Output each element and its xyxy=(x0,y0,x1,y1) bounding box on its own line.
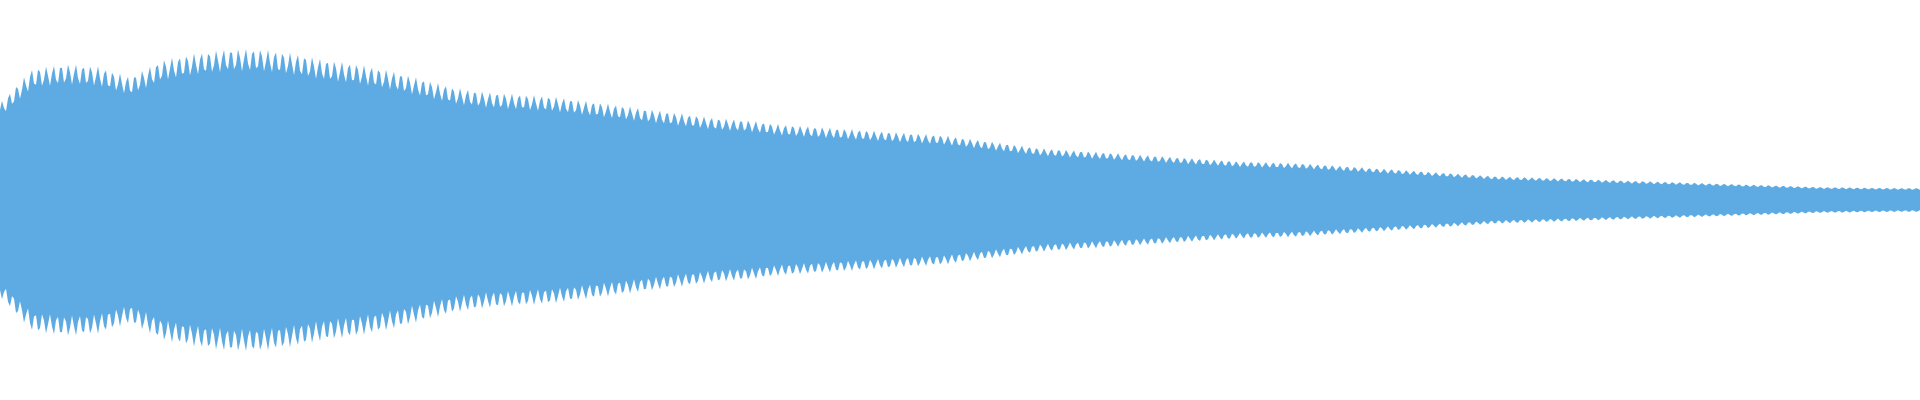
waveform-fill xyxy=(0,49,1920,351)
